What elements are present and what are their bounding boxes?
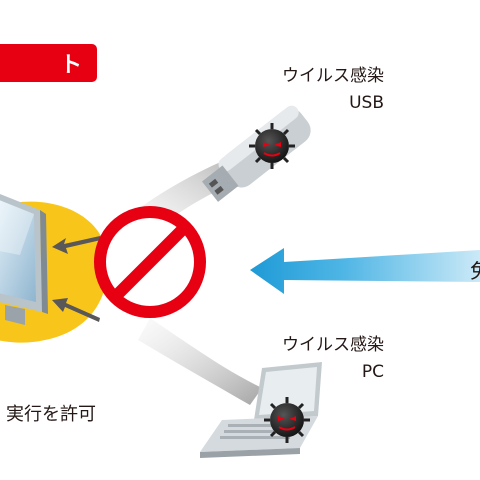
incoming-arrow (250, 248, 480, 294)
usb-virus-icon (249, 123, 295, 169)
pc-label-line1: ウイルス感染 (282, 335, 384, 355)
header-tag: ト (0, 44, 97, 82)
pc-label-line2: PC (361, 362, 384, 382)
edge-label: 免 (470, 255, 480, 284)
blocked-arrows (52, 236, 101, 322)
monitor-icon (0, 194, 48, 325)
usb-label-line1: ウイルス感染 (282, 66, 384, 86)
pc-threat-beam (138, 318, 262, 405)
laptop-virus-icon (264, 397, 310, 443)
usb-drive-icon (202, 105, 311, 202)
prohibition-icon (94, 206, 206, 318)
allow-execution-label: 実行を許可 (6, 404, 96, 425)
usb-label-line2: USB (349, 93, 384, 113)
header-tag-label: ト (59, 53, 83, 78)
